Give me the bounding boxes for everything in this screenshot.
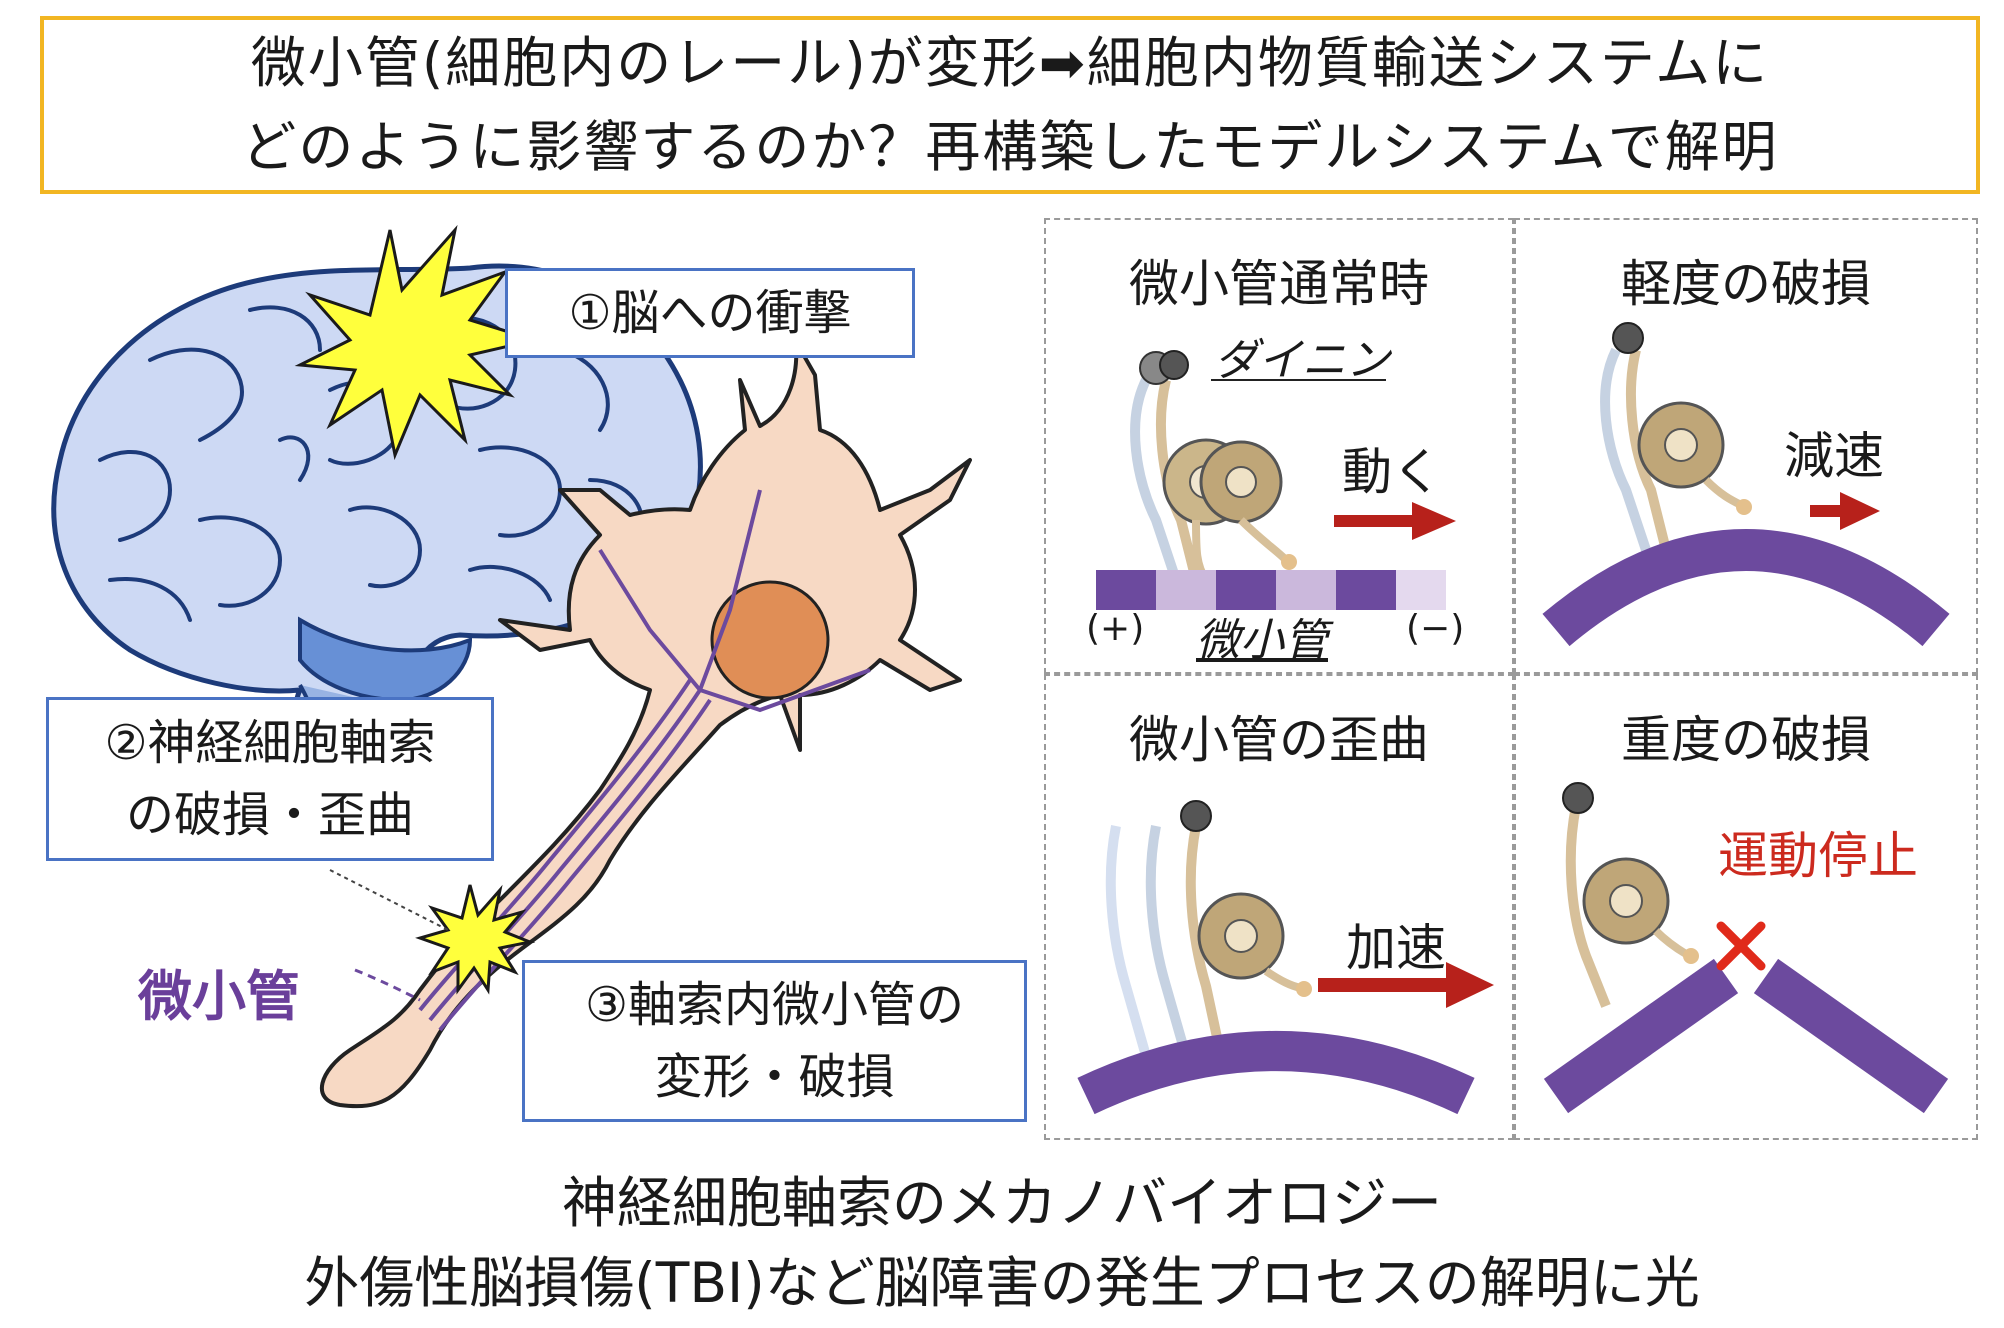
callout-impact: ①脳への衝撃 <box>505 268 915 358</box>
panel-mild-figure <box>1542 322 1950 647</box>
callout-mt-deform: ③軸索内微小管の 変形・破損 <box>522 960 1027 1122</box>
footer-line-1: 神経細胞軸索のメカノバイオロジー <box>561 1171 1442 1235</box>
callout-impact-text: ①脳への衝撃 <box>568 285 852 341</box>
arrow-right-icon <box>1334 502 1456 540</box>
microtubule-mild-icon <box>1542 529 1950 647</box>
arrow-right-icon <box>1318 962 1494 1008</box>
panel-normal-figure <box>1096 350 1456 610</box>
dynein-label: ダイニン <box>1214 335 1390 386</box>
panel-severe: 重度の破損 運動停止 <box>1514 674 1978 1140</box>
panel-mild-motion: 減速 <box>1784 427 1884 485</box>
nucleus <box>710 580 830 700</box>
microtubule-label: 微小管 <box>138 965 300 1028</box>
panel-mild: 軽度の破損 減速 <box>1514 218 1978 674</box>
panel-severe-title: 重度の破損 <box>1621 711 1871 769</box>
panel-curved: 微小管の歪曲 加速 <box>1044 674 1514 1140</box>
microtubule-broken-icon <box>1543 958 1949 1114</box>
callout-mt-deform-line1: ③軸索内微小管の <box>584 977 965 1033</box>
plus-end-label: (+) <box>1086 608 1145 649</box>
callout-axon-damage-line2: の破損・歪曲 <box>125 787 414 843</box>
panel-curved-motion: 加速 <box>1346 919 1446 977</box>
arrow-right-icon <box>1810 492 1880 530</box>
microtubule-straight-icon <box>1096 570 1446 610</box>
panel-severe-figure <box>1543 782 1949 1114</box>
panel-curved-figure <box>1077 800 1494 1115</box>
impact-starburst-icon <box>294 224 541 461</box>
panel-severe-motion: 運動停止 <box>1718 827 1918 885</box>
dynein-icon <box>1105 800 1312 1058</box>
dynein-icon <box>1600 322 1752 552</box>
panel-mild-title: 軽度の破損 <box>1621 255 1871 313</box>
header-line-1: 微小管(細胞内のレール)が変形➡細胞内物質輸送システムに <box>250 31 1770 95</box>
header-line-2: どのように影響するのか？再構築したモデルシステムで解明 <box>241 115 1779 179</box>
minus-end-label: (−) <box>1406 608 1465 649</box>
callout-axon-damage: ②神経細胞軸索 の破損・歪曲 <box>46 697 494 861</box>
footer-line-2: 外傷性脳損傷(TBI)など脳障害の発生プロセスの解明に光 <box>304 1251 1700 1315</box>
callout-axon-damage-line1: ②神経細胞軸索 <box>104 715 436 771</box>
dynein-icon <box>1562 782 1699 1008</box>
axon-injury-starburst-icon <box>415 884 536 995</box>
header-box: 微小管(細胞内のレール)が変形➡細胞内物質輸送システムに どのように影響するのか… <box>40 16 1980 194</box>
microtubule-curved-icon <box>1077 1031 1475 1115</box>
panel-normal: 微小管通常時 ダイニン 動く (+) <box>1044 218 1514 674</box>
microtubule-track-label: 微小管 <box>1196 615 1328 666</box>
stop-cross-icon <box>1716 921 1766 971</box>
dynein-icon <box>1130 350 1297 583</box>
callout-mt-deform-line2: 変形・破損 <box>654 1049 895 1105</box>
panel-normal-title: 微小管通常時 <box>1129 255 1429 313</box>
panel-normal-motion: 動く <box>1342 443 1442 501</box>
panel-curved-title: 微小管の歪曲 <box>1129 711 1429 769</box>
